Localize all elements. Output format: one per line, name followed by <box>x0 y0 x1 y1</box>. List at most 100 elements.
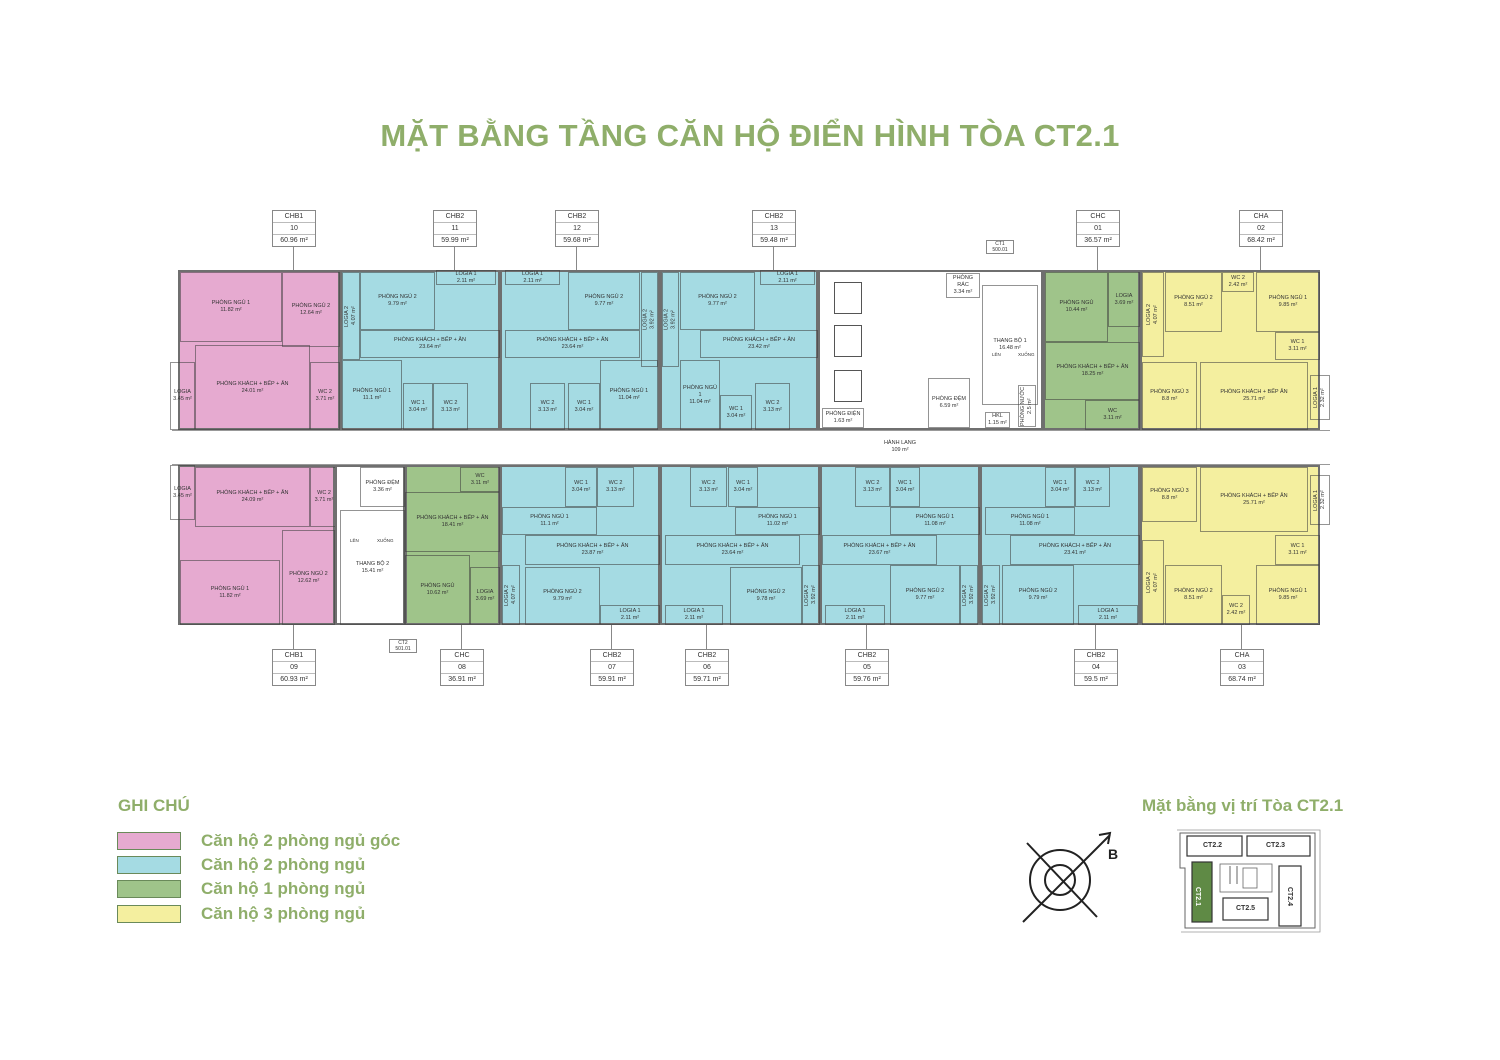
room-area: 3.04 m² <box>726 412 746 419</box>
apartment-cha-02[interactable] <box>1140 270 1320 430</box>
room-area: 11.82 m² <box>220 307 242 313</box>
room-area: 4.07 m² <box>1153 305 1159 324</box>
apartment-chb2-05[interactable] <box>820 465 980 625</box>
room-name: PHÒNG KHÁCH + BẾP ĂN <box>1220 492 1288 499</box>
apartment-chb1-10[interactable] <box>178 270 340 430</box>
room-name: PHÒNG KHÁCH + BẾP + ĂN <box>722 337 796 343</box>
room-name: THANG BỘ 1 <box>993 338 1027 344</box>
apartment-chc-01[interactable] <box>1043 270 1140 430</box>
room-area: 3.11 m² <box>1103 415 1122 421</box>
room-name: LOGIA 1 <box>455 270 477 277</box>
unit-number: 03 <box>1221 662 1263 674</box>
unit-number: 04 <box>1075 662 1117 674</box>
room-area: 25.71 m² <box>1243 396 1265 402</box>
site-building-ct2-2 <box>1186 835 1243 857</box>
unit-type: CHB2 <box>1075 650 1117 662</box>
room-area: 4.07 m² <box>1153 573 1159 592</box>
apartment-cha-03[interactable] <box>1140 465 1320 625</box>
room-name: WC 1 <box>1290 543 1305 549</box>
unit-type: CHA <box>1240 211 1282 223</box>
unit-type: CHA <box>1221 650 1263 662</box>
room-name: PHÒNG KHÁCH + BẾP + ĂN <box>843 543 916 549</box>
site-building-ct2-3 <box>1246 835 1311 857</box>
unit-number: 02 <box>1240 223 1282 235</box>
room-area: 2.11 m² <box>778 277 797 284</box>
legend-swatch <box>117 856 181 874</box>
callout-leader <box>461 625 462 649</box>
room-name: WC 2 <box>701 480 716 486</box>
room-area: 2.32 m² <box>1320 388 1326 407</box>
room-name: LOGIA 1 <box>776 270 799 277</box>
room-name: WC 1 <box>577 399 591 406</box>
site-building-ct2-1 <box>1191 861 1213 923</box>
unit-number: 13 <box>753 223 795 235</box>
callout-leader <box>866 625 867 649</box>
room-name: HKL <box>992 413 1003 419</box>
unit-number: 07 <box>591 662 633 674</box>
room-name: LOGIA 1 <box>844 608 866 614</box>
legend-swatch <box>117 880 181 898</box>
elevator-icon <box>834 370 862 402</box>
apartment-chb2-12[interactable] <box>500 270 660 430</box>
compass-north-label: B <box>1108 846 1119 862</box>
unit-area: 68.42 m² <box>1247 237 1275 244</box>
room-name: WC 1 <box>898 480 912 486</box>
room-area: 3.13 m² <box>763 406 782 413</box>
callout-leader <box>1095 625 1096 649</box>
room-name: LOGIA 1 <box>1313 489 1319 511</box>
room-area: 2.11 m² <box>456 277 476 284</box>
legend-label: Căn hộ 2 phòng ngủ góc <box>201 831 401 850</box>
apartment-chb2-06[interactable] <box>660 465 820 625</box>
room-name: PHÒNG NƯỚC <box>1020 386 1026 426</box>
unit-area: 59.99 m² <box>441 237 469 244</box>
room-area: 11.02 m² <box>766 521 789 527</box>
apartment-chb2-04[interactable] <box>980 465 1140 625</box>
room-name: PHÒNG NGỦ <box>1059 300 1094 306</box>
room-name: LOGIA 2 <box>1146 303 1152 326</box>
unit-type: CHB2 <box>846 650 888 662</box>
room-name: PHÒNG KHÁCH + BẾP + ĂN <box>696 543 769 549</box>
